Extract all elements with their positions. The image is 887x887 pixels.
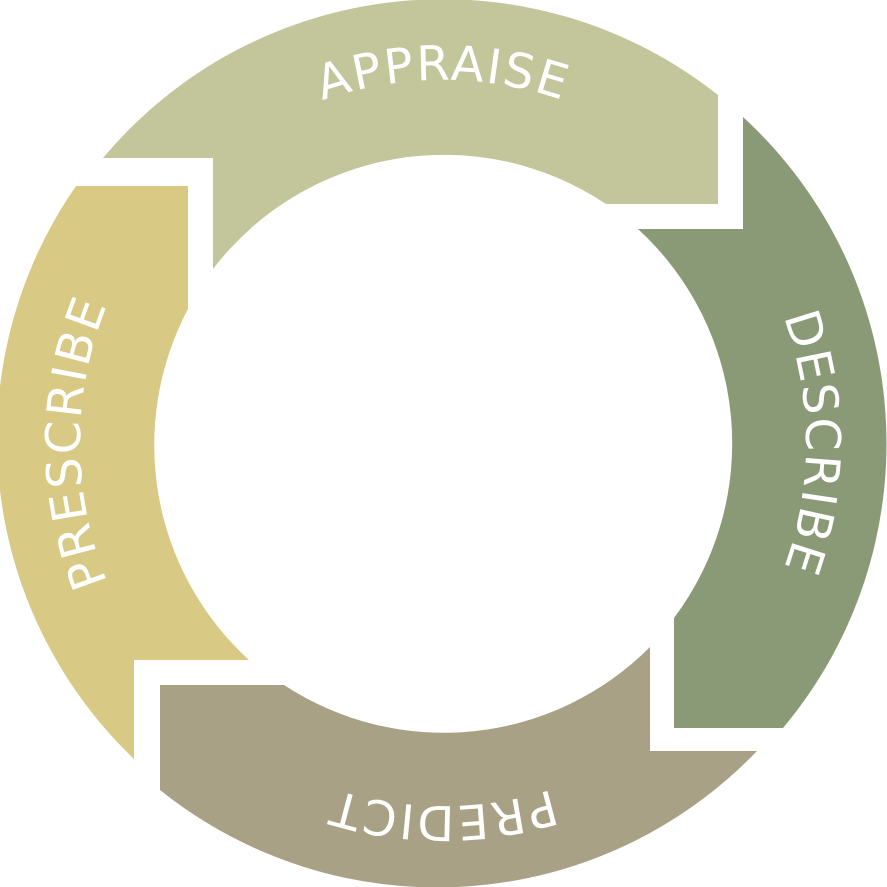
stage-appraise: APPRAISE (103, 0, 718, 269)
stage-describe: DESCRIBE (638, 117, 887, 728)
stage-predict: PREDICT (160, 647, 757, 887)
stage-prescribe-arrow (0, 186, 249, 759)
stage-prescribe: PRESCRIBE (0, 186, 249, 759)
stage-predict-arrow (160, 647, 757, 887)
stage-appraise-arrow (103, 0, 718, 269)
stage-describe-arrow (638, 117, 887, 728)
